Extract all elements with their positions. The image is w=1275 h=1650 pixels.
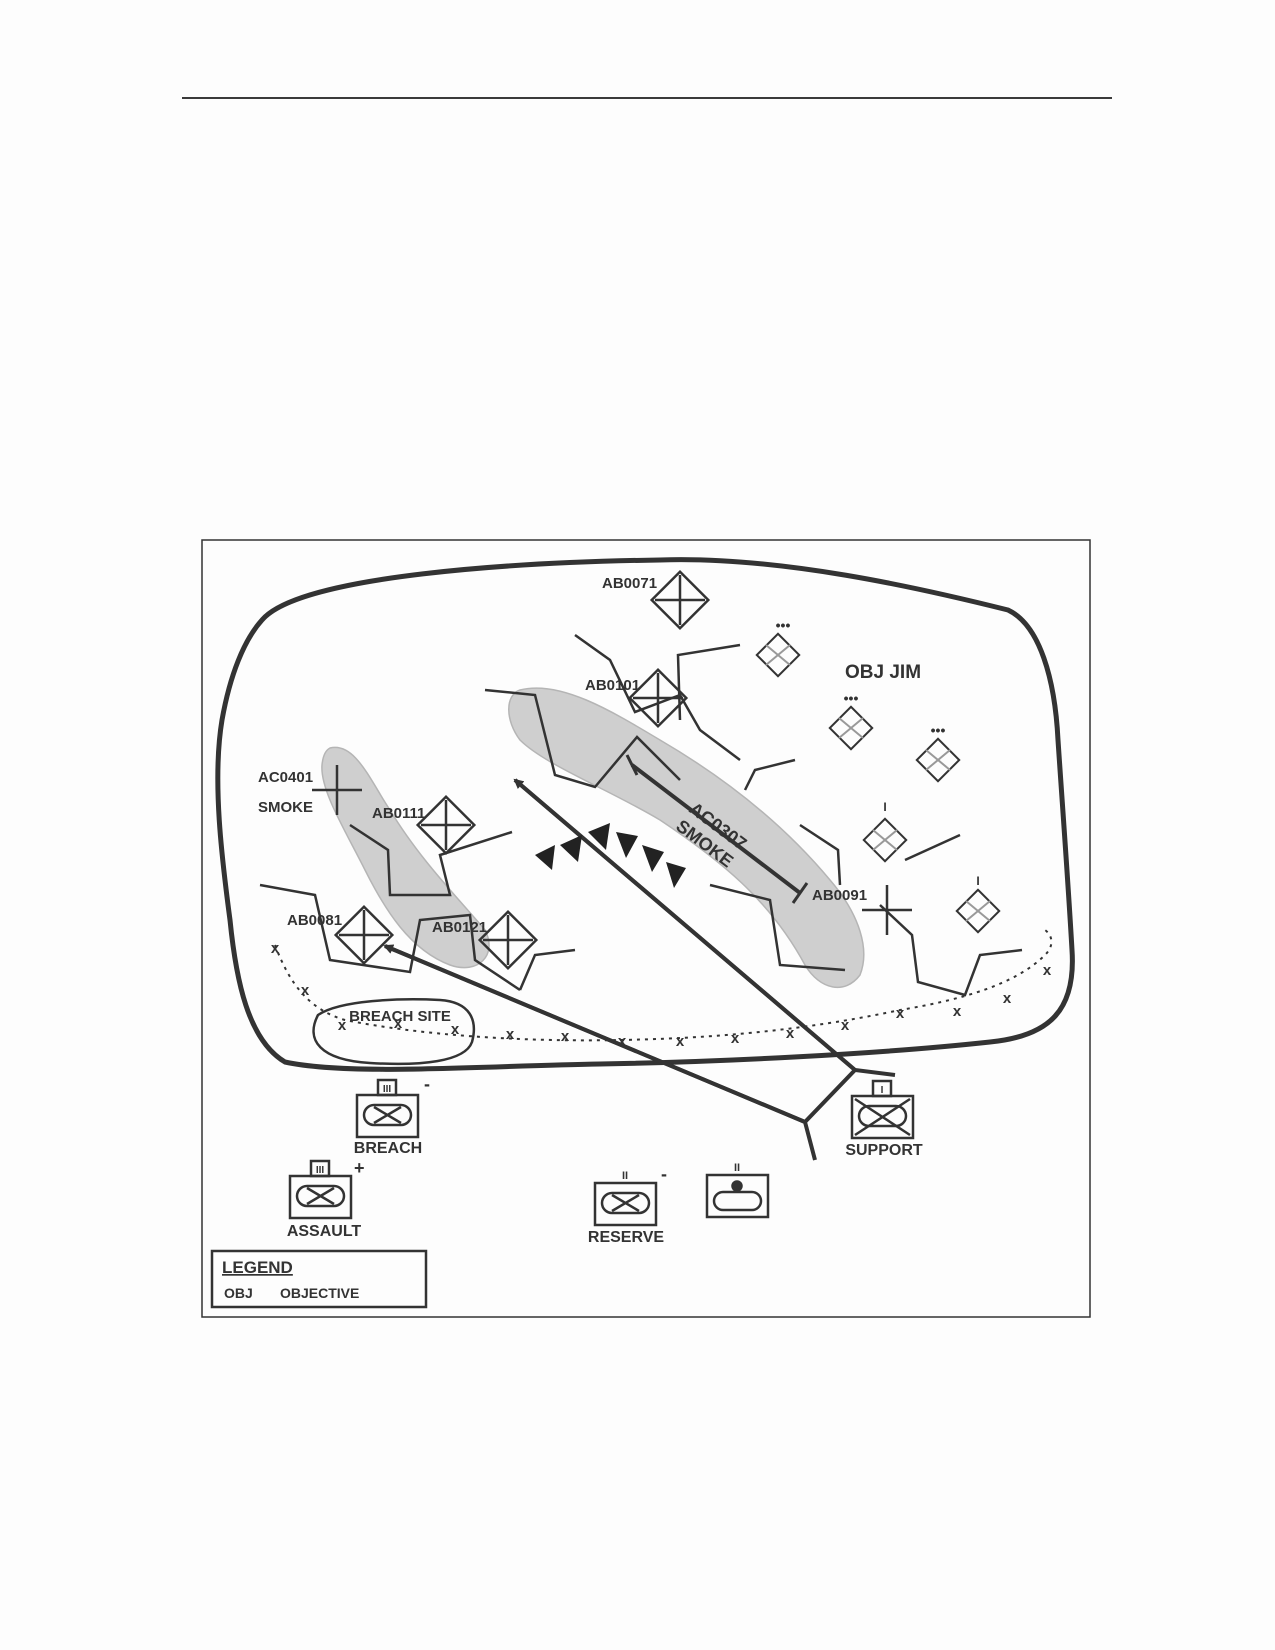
legend-abbr: OBJ [224,1285,253,1301]
unit-fourth [705,1173,770,1219]
target-ac0401 [312,765,362,815]
breach-site-label: BREACH SITE [349,1008,451,1025]
svg-text:x: x [731,1030,740,1047]
enemy-1-echelon: ••• [776,617,791,633]
svg-text:x: x [1043,962,1052,979]
unit-assault-label: ASSAULT [287,1223,362,1240]
unit-assault [288,1159,353,1220]
label-ac0401-smoke: SMOKE [258,799,313,816]
enemy-5-echelon: I [976,874,979,888]
svg-text:x: x [506,1026,515,1043]
label-ab0121: AB0121 [432,919,487,936]
reserve-modifier: - [661,1164,667,1184]
svg-text:x: x [394,1015,403,1032]
label-ab0101: AB0101 [585,677,640,694]
unit-support-label: SUPPORT [845,1142,923,1159]
breach-site: BREACH SITE [312,998,476,1066]
svg-text:x: x [618,1033,627,1050]
enemy-unit-2 [828,705,874,751]
enemy-unit-1 [755,632,801,678]
svg-text:x: x [953,1003,962,1020]
unit-breach-label: BREACH [354,1140,422,1157]
unit-support [850,1079,915,1140]
svg-text:x: x [338,1017,347,1034]
svg-text:x: x [451,1021,460,1038]
smoke-zone-west [321,746,490,969]
target-ab0121 [478,910,538,970]
assault-echelon: III [316,1165,325,1176]
triangle-obstacles [535,823,686,888]
label-ab0081: AB0081 [287,912,342,929]
svg-text:x: x [841,1017,850,1034]
smoke-zone-east [508,687,865,989]
smoke-line-ac0307 [625,754,809,904]
enemy-4-echelon: I [883,800,886,814]
objective-boundary [215,557,1075,1072]
obstacle-line: x x x x x x x x x x x x x x x x [271,929,1053,1050]
legend-meaning: OBJECTIVE [280,1285,359,1301]
legend: LEGEND OBJ OBJECTIVE [210,1249,428,1309]
target-ab0111 [416,795,476,855]
page-top-rule [182,97,1112,99]
unit-reserve [593,1181,658,1227]
label-ab0111: AB0111 [372,805,425,822]
target-ab0081 [334,905,394,965]
enemy-units [755,632,1001,934]
enemy-unit-5 [955,888,1001,934]
target-ab0091 [862,885,912,935]
svg-text:x: x [896,1005,905,1022]
unit-reserve-label: RESERVE [588,1229,665,1246]
reserve-echelon: II [622,1170,628,1182]
svg-text:x: x [301,982,310,999]
target-ab0071 [650,570,710,630]
figure-frame [201,539,1091,1318]
svg-text:x: x [271,940,280,957]
label-ab0091: AB0091 [812,887,867,904]
enemy-3-echelon: ••• [931,722,946,738]
legend-title: LEGEND [222,1258,293,1277]
target-ab0101 [628,668,688,728]
label-ab0071: AB0071 [602,575,657,592]
assault-modifier: + [354,1158,365,1178]
breach-modifier: - [424,1074,430,1094]
label-ac0401: AC0401 [258,769,313,786]
fourth-echelon: II [734,1162,740,1174]
objective-label: OBJ JIM [845,662,921,683]
svg-text:x: x [786,1025,795,1042]
enemy-2-echelon: ••• [844,690,859,706]
svg-text:x: x [1003,990,1012,1007]
svg-text:x: x [561,1028,570,1045]
svg-text:x: x [676,1033,685,1050]
trench-lines [259,633,1023,997]
enemy-unit-3 [915,737,961,783]
axes-of-advance [383,778,896,1161]
breach-echelon: III [383,1084,392,1095]
support-echelon: I [881,1085,884,1096]
enemy-unit-4 [862,817,908,863]
unit-breach [355,1078,420,1139]
